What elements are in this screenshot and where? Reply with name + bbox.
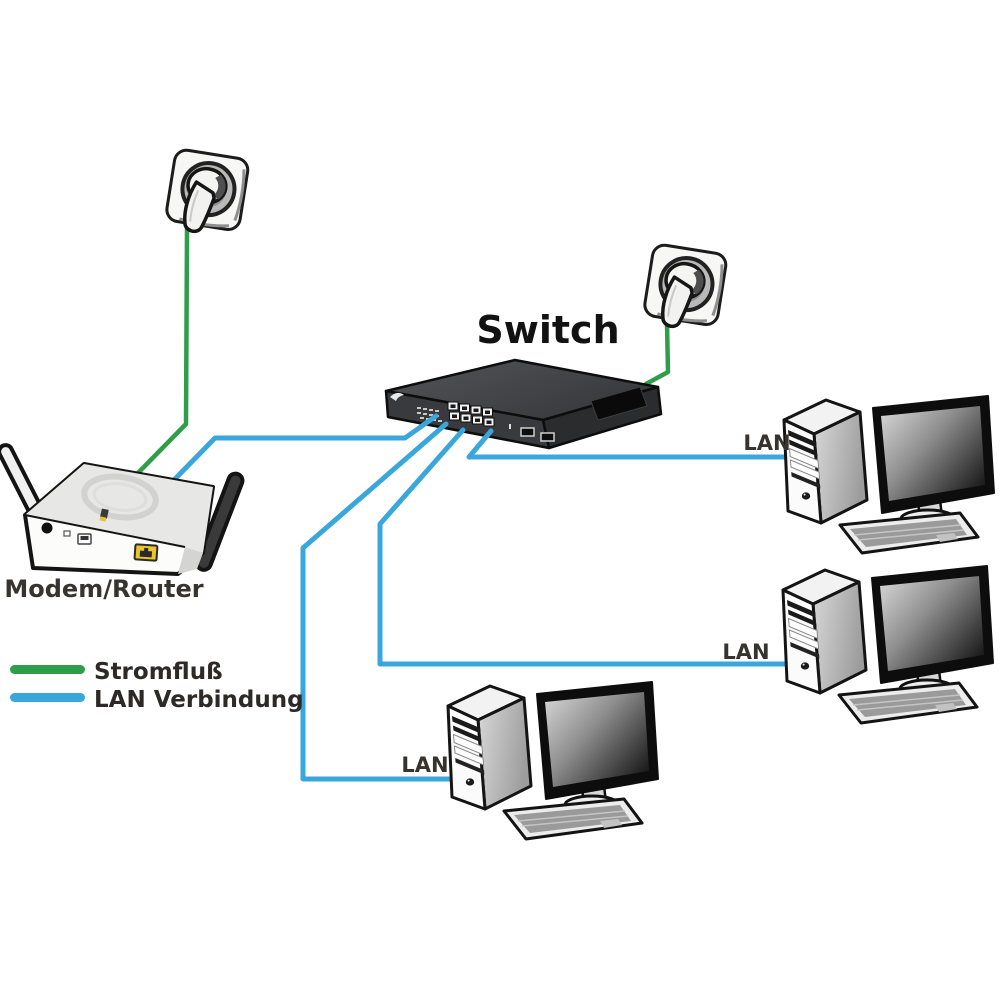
lan-cable-switch-to-pc1	[466, 428, 796, 460]
switch-sfp-port	[520, 427, 535, 437]
outlet-plug-icon	[640, 241, 730, 336]
desktop-computer-icon	[782, 394, 996, 555]
power-cable-outlet-to-switch	[643, 321, 671, 387]
lan-cable-switch-to-modem	[170, 413, 439, 484]
lan-label-pc1: LAN	[743, 431, 790, 455]
legend: Stromfluß LAN Verbindung	[10, 659, 304, 713]
switch-title: Switch	[476, 308, 619, 352]
switch-device	[384, 358, 663, 450]
antenna-icon	[194, 471, 245, 572]
legend-power-label: Stromfluß	[94, 659, 223, 685]
desktop-computer-icon	[446, 680, 660, 841]
legend-lan-label: LAN Verbindung	[94, 687, 304, 713]
lan-cable-switch-to-pc3	[300, 421, 455, 782]
power-cable-outlet-to-modem	[134, 225, 190, 477]
pc-3	[446, 680, 660, 841]
switch-logo-icon	[390, 392, 404, 401]
wall-outlet-left	[162, 146, 252, 241]
modem-router-device	[0, 443, 245, 576]
switch-ports	[447, 401, 495, 427]
outlet-plug-icon	[162, 146, 252, 241]
legend-lan-swatch	[10, 693, 85, 702]
lan-port-icon	[133, 543, 159, 562]
lan-cables	[170, 413, 796, 782]
legend-power-swatch	[10, 665, 85, 674]
modem-router-label: Modem/Router	[4, 575, 203, 603]
switch-sfp-port	[540, 432, 555, 442]
pc-1	[782, 394, 996, 555]
lan-label-pc3: LAN	[401, 753, 448, 777]
pc-2	[781, 564, 995, 725]
lan-cable-switch-to-pc2	[377, 427, 790, 667]
desktop-computer-icon	[781, 564, 995, 725]
wall-outlet-right	[640, 241, 730, 336]
lan-label-pc2: LAN	[722, 640, 769, 664]
